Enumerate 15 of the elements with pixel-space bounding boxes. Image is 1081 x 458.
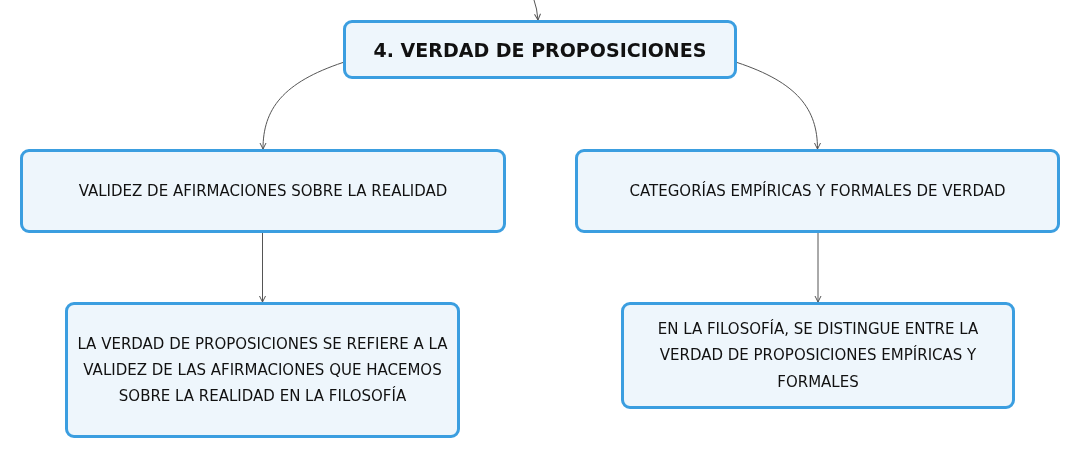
node-text: LA VERDAD DE PROPOSICIONES SE REFIERE A LA VALIDEZ DE LAS AFIRMACIONES QUE HACEMOS SOBRE LA REALIDAD EN LA FILOSOFÍA [76, 333, 449, 408]
concept-box [65, 302, 460, 438]
connector-arrow [533, 0, 541, 21]
concept-box [621, 302, 1015, 409]
connector-arrow [259, 232, 266, 303]
concept-box [343, 20, 737, 79]
node-text: EN LA FILOSOFÍA, SE DISTINGUE ENTRE LA VERDAD DE PROPOSICIONES EMPÍRICAS Y FORMALES [656, 318, 980, 393]
connector-arrow [736, 62, 821, 150]
connector-arrow [814, 232, 822, 303]
node-text: VALIDEZ DE AFIRMACIONES SOBRE LA REALIDAD [78, 180, 448, 202]
concept-box [575, 149, 1060, 233]
connector-arrow [259, 62, 344, 150]
node-text: CATEGORÍAS EMPÍRICAS Y FORMALES DE VERDAD [629, 180, 1006, 202]
node-title: 4. VERDAD DE PROPOSICIONES [373, 38, 707, 61]
concept-box [20, 149, 506, 233]
